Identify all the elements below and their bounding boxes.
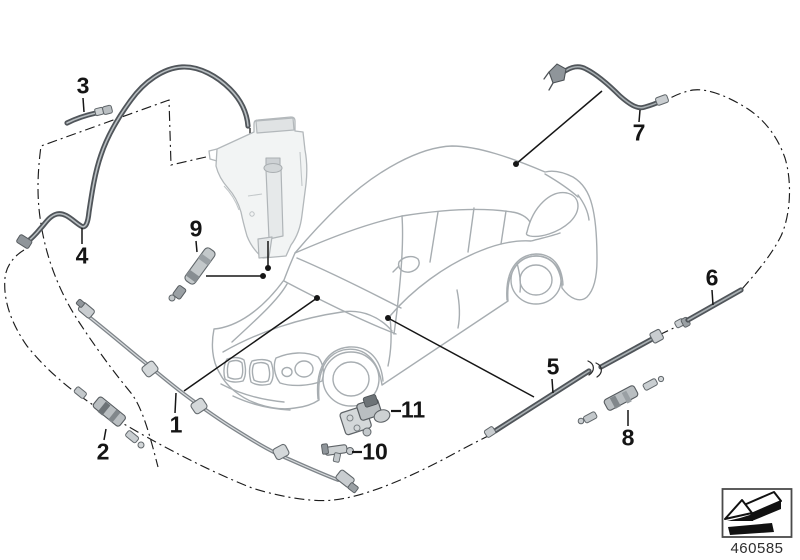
- hose-7: [543, 63, 669, 111]
- hose-4: [16, 64, 251, 249]
- drawing-number: 460585: [730, 540, 784, 557]
- car-outline: [211, 145, 598, 411]
- part-label-3[interactable]: 3: [76, 72, 90, 99]
- hose-3: [64, 104, 113, 126]
- part-label-2[interactable]: 2: [96, 438, 110, 465]
- front-wheel: [316, 346, 384, 407]
- part-8-connector-kit: [577, 375, 665, 425]
- direction-arrow-icon: [724, 491, 782, 535]
- washer-pump-9: [168, 247, 216, 302]
- hose-1: [75, 298, 359, 494]
- icon-box: [721, 488, 793, 538]
- boundary-outline: [4, 89, 791, 502]
- washer-reservoir: [208, 116, 308, 259]
- hose-5: [483, 328, 664, 438]
- part-label-8[interactable]: 8: [621, 424, 635, 451]
- part-label-10[interactable]: 10: [362, 438, 388, 465]
- leader-lines: [81, 90, 714, 454]
- part-11-valve: [339, 394, 391, 437]
- part-2-nozzle-kit: [73, 386, 145, 449]
- part-label-6[interactable]: 6: [705, 264, 719, 291]
- part-label-1[interactable]: 1: [169, 411, 183, 438]
- hose-6: [685, 287, 744, 323]
- part-label-7[interactable]: 7: [632, 119, 646, 146]
- rear-wheel: [506, 253, 564, 305]
- part-label-9[interactable]: 9: [189, 215, 203, 242]
- part-label-11[interactable]: 11: [400, 396, 426, 423]
- part-label-4[interactable]: 4: [75, 242, 89, 269]
- inline-connector: [674, 316, 691, 329]
- part-label-5[interactable]: 5: [546, 353, 560, 380]
- part-10-t-connector: [321, 443, 354, 463]
